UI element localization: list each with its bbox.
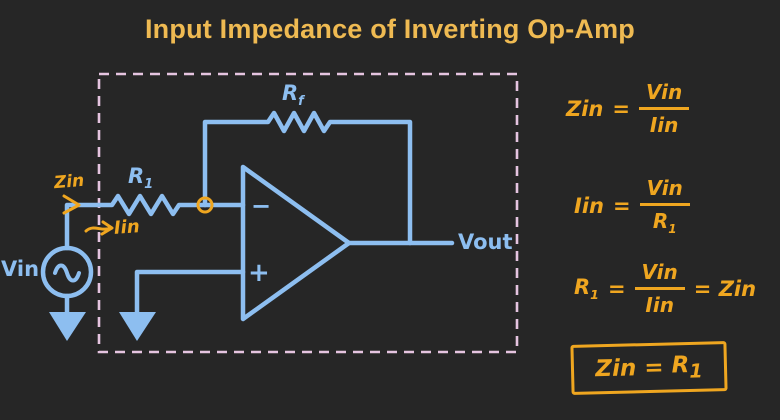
current-arrow-icon [84,220,114,236]
eq1-denominator: Iin [649,113,679,137]
iin-annotation: Iin [113,216,141,239]
result-box: Zin = R1 [570,341,728,395]
eq3-lhs-subscript: 1 [590,287,599,303]
equation-zin-definition: Zin = Vin Iin [566,80,690,137]
ground-icon-vin [49,312,86,341]
eq2-denominator: R1 [653,206,677,236]
equation-r1-equals-zin: R1 = Vin Iin = Zin [574,260,756,317]
noninverting-input-sign: + [248,258,270,288]
feedback-wire-rf-resistor [202,110,413,246]
page-title: Input Impedance of Inverting Op-Amp [144,14,635,44]
eq1-equals: = [612,96,630,121]
r1-subscript: 1 [144,177,154,193]
noninverting-input-wire [134,269,246,317]
result-equals: = [643,354,664,382]
ground-icon-noninverting [119,312,156,341]
rf-subscript: f [298,94,304,110]
eq2-den-subscript: 1 [668,222,677,236]
vin-label: Vin [1,257,40,281]
result-rhs-base: R [671,351,690,379]
rf-base: R [282,81,299,105]
eq3-rhs: = Zin [693,276,757,301]
inverting-input-sign: − [251,192,272,220]
zin-annotation: Zin [53,170,86,194]
eq1-numerator: Vin [639,80,690,110]
eq3-fraction: Vin Iin [634,260,685,317]
eq1-fraction: Vin Iin [639,80,690,137]
result-rhs-subscript: 1 [689,358,703,383]
eq1-lhs: Zin [566,96,604,121]
eq3-numerator: Vin [634,260,685,290]
opamp-triangle [240,164,352,322]
equation-iin-definition: Iin = Vin R1 [574,176,690,236]
eq2-numerator: Vin [639,176,690,206]
dashed-boundary-box [97,72,519,354]
sine-wave-icon [53,263,81,283]
eq2-fraction: Vin R1 [639,176,690,236]
eq3-lhs-base: R [574,274,591,299]
eq3-denominator: Iin [645,293,674,317]
eq2-lhs: Iin [574,194,604,218]
vout-label: Vout [458,230,513,254]
node-circle-icon [196,196,214,214]
result-rhs: R1 [671,351,703,383]
r1-resistor-label: R1 [128,164,154,193]
eq2-equals: = [612,194,631,218]
result-lhs: Zin [595,355,637,383]
eq3-lhs: R1 [574,275,599,302]
eq2-den-base: R [652,209,669,233]
impedance-arrow-icon [62,194,81,215]
r1-base: R [128,164,145,188]
eq3-equals: = [607,276,626,301]
input-wire-r1-resistor [64,193,246,251]
rf-resistor-label: Rf [282,81,304,110]
